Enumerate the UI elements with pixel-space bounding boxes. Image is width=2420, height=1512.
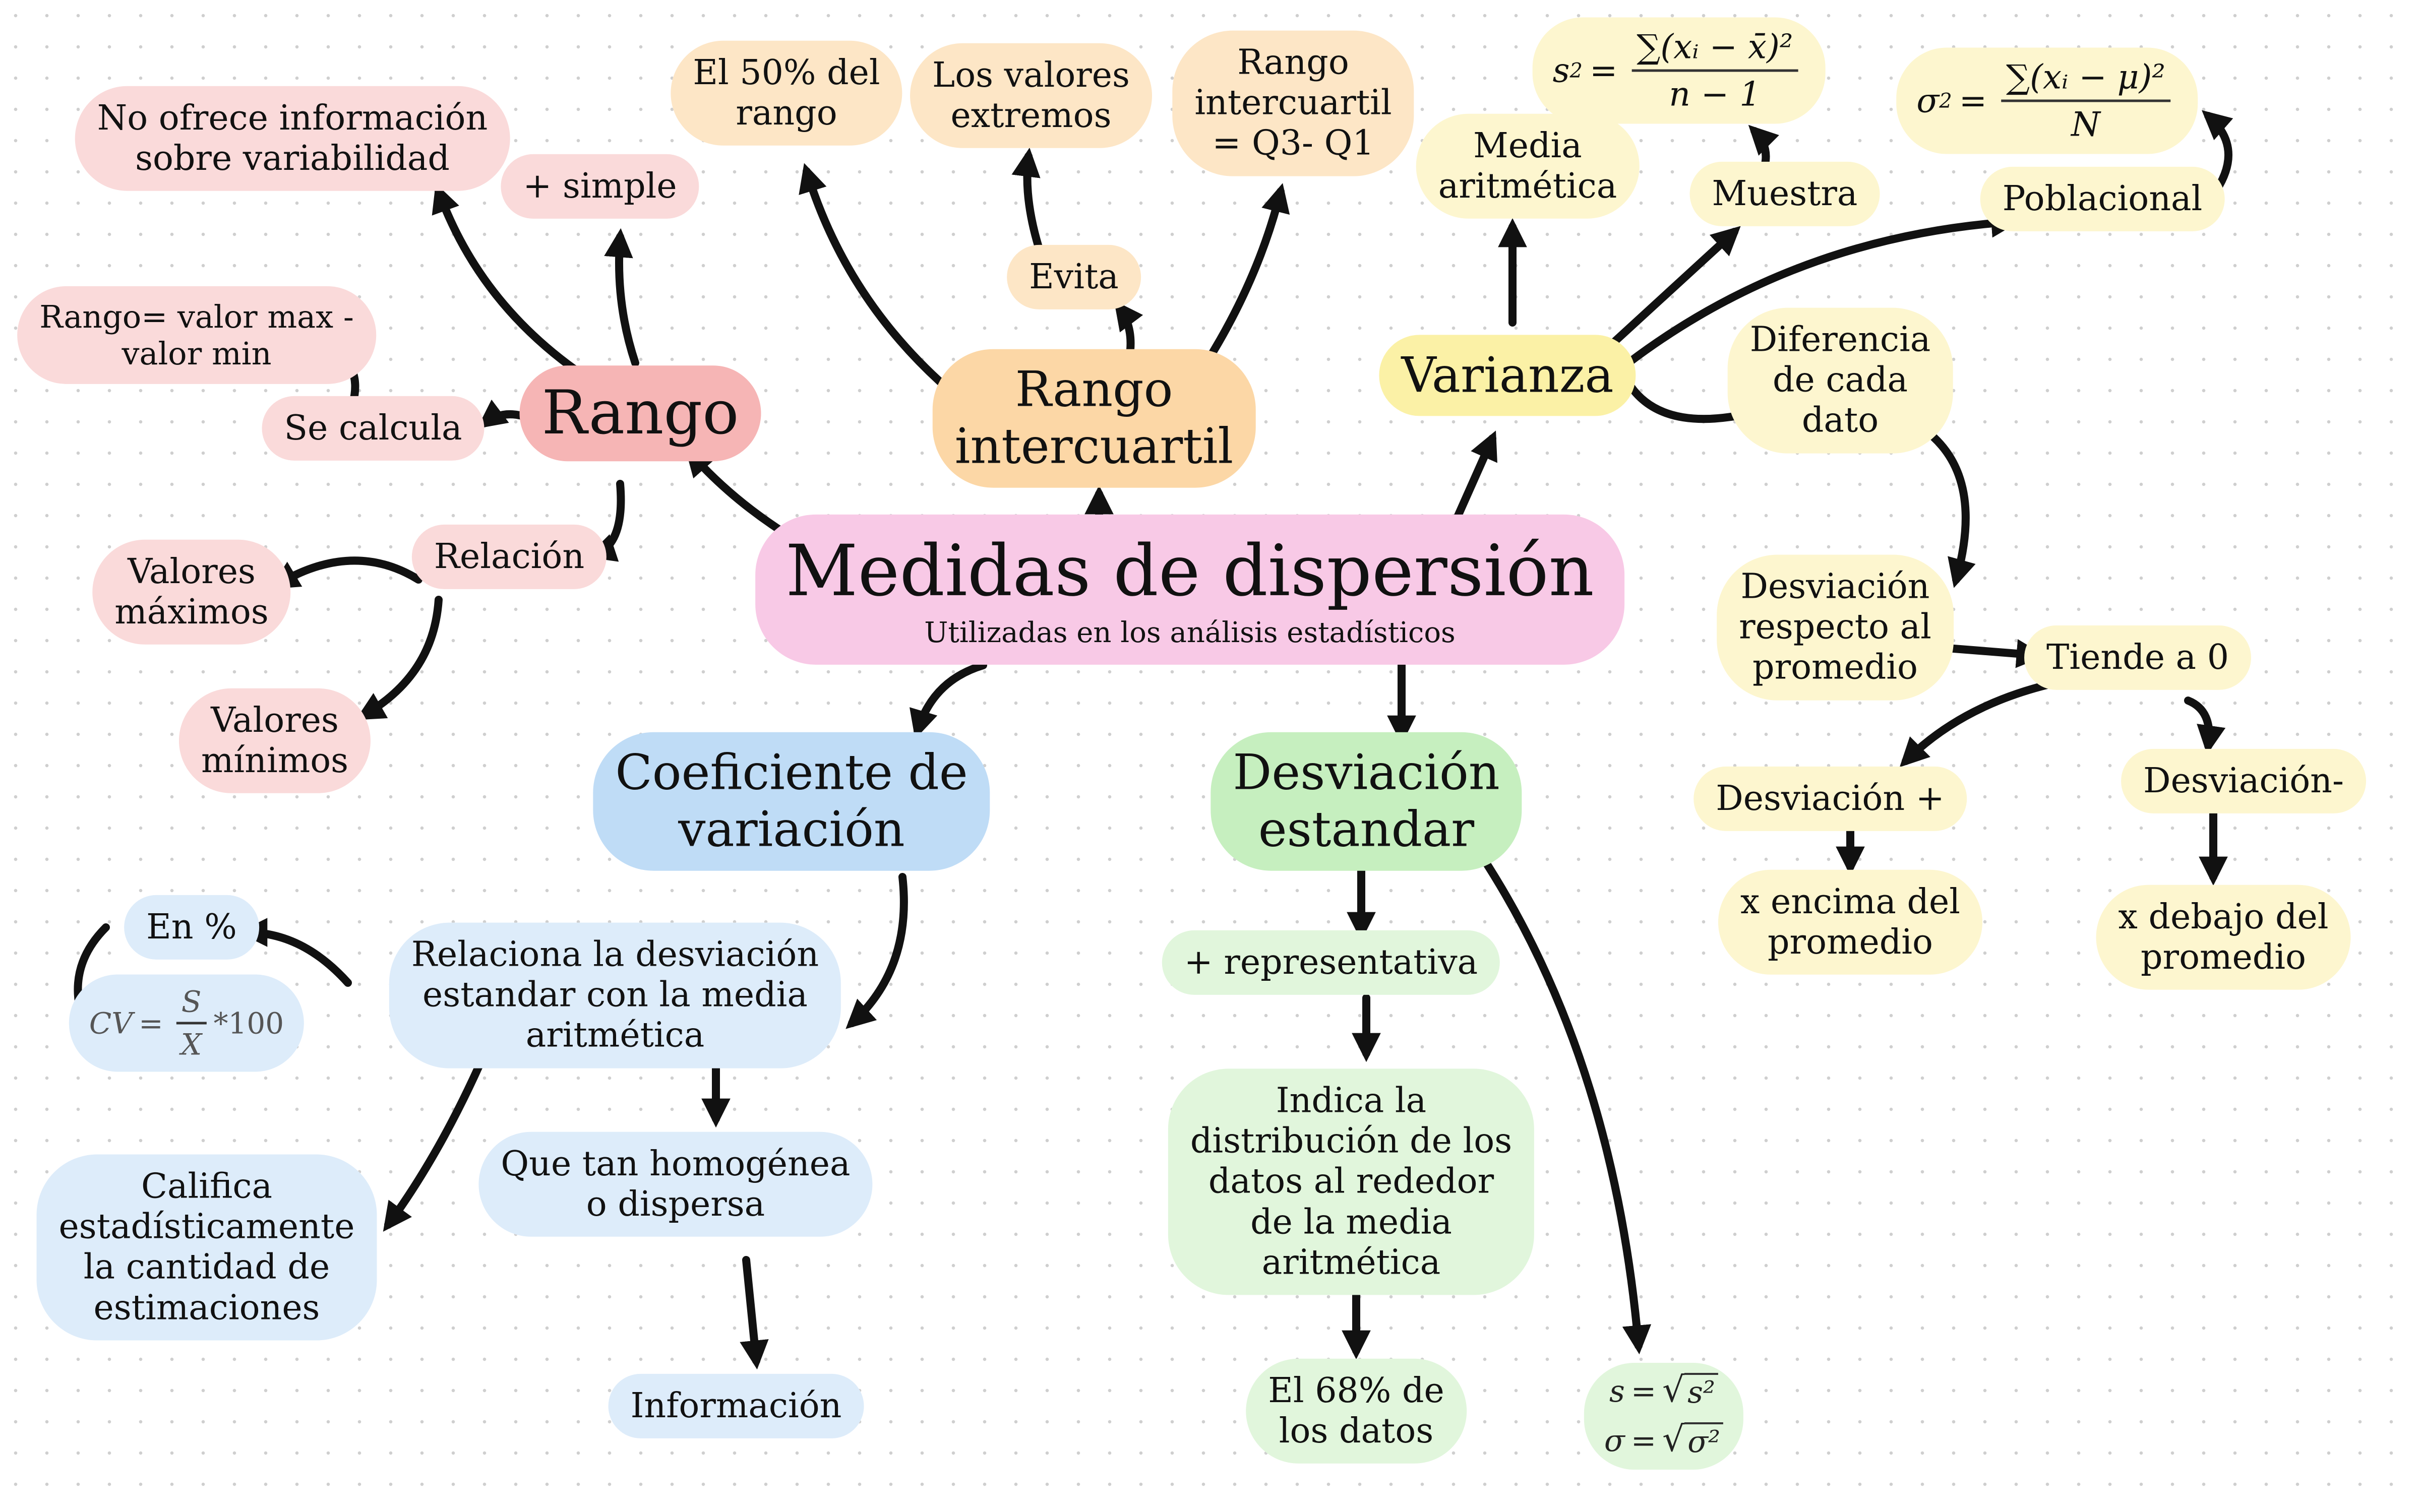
arrow-relaciona-califica [383, 1039, 493, 1232]
rango-se-calcula: Se calcula [262, 396, 485, 461]
arrow-center-varianza [1448, 430, 1497, 533]
arrow-relacion-maximos [270, 556, 422, 589]
arrow-relaciona-enpct [238, 918, 352, 987]
arrow-muestra-formula [1748, 124, 1779, 170]
arrow-tiende-desvneg [2184, 697, 2226, 755]
var-poblacional: Poblacional [1980, 166, 2225, 232]
center-subtitle: Utilizadas en los análisis estadísticos [924, 616, 1456, 649]
coef-en-pct: En % [124, 895, 259, 960]
arrow-desv-tiende [1937, 639, 2046, 668]
center-node: Medidas de dispersión Utilizadas en los … [755, 514, 1624, 665]
var-desv-neg: Desviación- [2121, 748, 2366, 814]
arrow-relacion-minimos [355, 596, 443, 720]
ri-evita: Evita [1007, 244, 1141, 310]
arrow-rango-noinfo [432, 183, 584, 377]
arrow-rango-simple [604, 228, 639, 367]
rango-simple: + simple [501, 154, 699, 219]
arrow-desv-formula [1478, 853, 1652, 1355]
arrow-center-rango [685, 447, 791, 538]
var-muestra: Muestra [1689, 161, 1880, 227]
rango-title: Rango [519, 365, 761, 461]
arrow-center-coeficiente [910, 661, 987, 739]
arrow-evita-extremos [1011, 147, 1043, 251]
desv-formula-s: s= √s² [1604, 1373, 1723, 1410]
center-title: Medidas de dispersión [785, 530, 1594, 612]
arrow-var-poblacional [1624, 209, 2021, 367]
var-tiende: Tiende a 0 [2024, 625, 2251, 690]
var-desv-pos: Desviación + [1693, 766, 1967, 832]
desv-formula-sigma: σ= √σ² [1604, 1422, 1724, 1460]
arrow-ri-cincuenta [799, 163, 957, 397]
rango-formula: Rango= valor max -valor min [17, 286, 376, 385]
desv-formulas: s= √s² σ= √σ² [1584, 1363, 1744, 1470]
varianza-title: Varianza [1379, 335, 1636, 416]
arrow-coef-relaciona [845, 873, 908, 1029]
desv-representativa: + representativa [1162, 930, 1500, 995]
arrow-tiende-desvpos [1899, 676, 2071, 768]
coef-informacion: Información [608, 1373, 864, 1439]
rango-relacion: Relación [411, 524, 607, 590]
arrow-var-muestra [1609, 226, 1741, 347]
arrow-homogenea-info [740, 1256, 769, 1370]
